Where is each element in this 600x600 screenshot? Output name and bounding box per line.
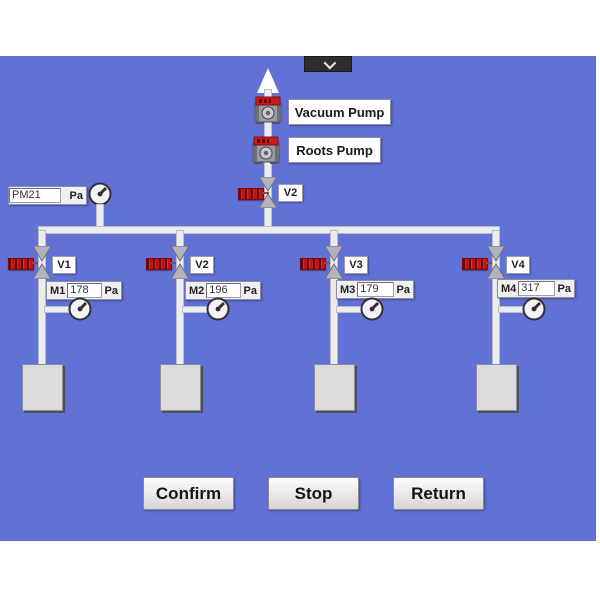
meter-1-unit: Pa <box>104 284 118 297</box>
branch-pipe-4 <box>493 231 499 366</box>
flow-arrow-up-icon <box>257 68 279 93</box>
valve-1-label: V1 <box>52 256 76 274</box>
gauge-stub-pipe-3 <box>337 307 363 312</box>
pressure-readout-3: M3 179 Pa <box>336 280 414 299</box>
valve-4-label: V4 <box>506 256 530 274</box>
chamber-1 <box>22 364 63 411</box>
valve-1-status-badge <box>8 258 34 270</box>
meter-3-value: 179 <box>357 282 394 297</box>
manifold-pressure-readout: PM21 Pa <box>8 186 87 205</box>
valve-2-label: V2 <box>190 256 214 274</box>
gauge-2-icon <box>206 297 230 321</box>
meter-3-name: M3 <box>340 283 356 296</box>
valve-2-label-text: V2 <box>195 259 209 271</box>
confirm-button[interactable]: Confirm <box>143 477 234 510</box>
confirm-button-label: Confirm <box>155 483 222 503</box>
roots-pump-label-text: Roots Pump <box>296 142 373 158</box>
manifold-gauge-stub-pipe <box>97 205 103 229</box>
meter-4-value: 317 <box>518 281 555 296</box>
pressure-readout-1: M1 178 Pa <box>46 281 122 300</box>
manifold-pipe <box>39 227 499 233</box>
valve-4-label-text: V4 <box>511 259 525 271</box>
meter-2-value: 196 <box>206 283 241 298</box>
valve-1-icon[interactable] <box>32 246 52 279</box>
valve-3-status-badge <box>300 258 326 270</box>
stop-button[interactable]: Stop <box>268 477 359 510</box>
gauge-1-icon <box>68 297 92 321</box>
valve-1-label-text: V1 <box>57 259 71 271</box>
valve-3-label-text: V3 <box>349 259 363 271</box>
main-valve-badge-connector <box>262 192 269 194</box>
chamber-4 <box>476 364 517 411</box>
main-valve-status-badge <box>238 188 264 200</box>
valve-3-icon[interactable] <box>324 246 344 279</box>
valve-4-icon[interactable] <box>486 246 506 279</box>
meter-4-name: M4 <box>501 282 517 295</box>
return-button-label: Return <box>411 483 466 503</box>
manifold-gauge-icon <box>88 182 112 206</box>
meter-3-unit: Pa <box>396 283 410 296</box>
vacuum-pump-icon <box>254 96 282 124</box>
roots-pump-label: Roots Pump <box>288 137 381 163</box>
meter-1-value: 178 <box>67 283 102 298</box>
valve-4-status-badge <box>462 258 488 270</box>
valve-2-badge-connector <box>170 262 176 264</box>
meter-2-unit: Pa <box>243 284 257 297</box>
meter-2-name: M2 <box>189 284 205 297</box>
branch-pipe-1 <box>39 231 45 366</box>
chamber-3 <box>314 364 355 411</box>
stop-button-label: Stop <box>294 483 333 503</box>
chamber-2 <box>160 364 201 411</box>
vacuum-pump-label: Vacuum Pump <box>288 99 391 125</box>
manifold-pressure-value: PM21 <box>9 188 61 203</box>
gauge-stub-pipe-4 <box>499 307 525 312</box>
valve-4-badge-connector <box>486 262 492 264</box>
return-button[interactable]: Return <box>393 477 484 510</box>
top-dropdown-button[interactable] <box>304 56 352 72</box>
main-valve-label: V2 <box>278 184 303 202</box>
vacuum-pump-label-text: Vacuum Pump <box>294 104 385 120</box>
pressure-readout-4: M4 317 Pa <box>497 279 575 298</box>
meter-4-unit: Pa <box>557 282 571 295</box>
gauge-4-icon <box>522 297 546 321</box>
valve-3-label: V3 <box>344 256 368 274</box>
valve-2-icon[interactable] <box>170 246 190 279</box>
roots-pump-icon <box>252 136 280 164</box>
valve-2-status-badge <box>146 258 172 270</box>
manifold-pressure-unit: Pa <box>69 189 83 202</box>
valve-1-badge-connector <box>32 262 38 264</box>
branch-pipe-3 <box>331 231 337 366</box>
main-valve-icon[interactable] <box>258 177 278 208</box>
branch-pipe-2 <box>177 231 183 366</box>
main-valve-label-text: V2 <box>283 187 298 199</box>
valve-3-badge-connector <box>324 262 330 264</box>
gauge-3-icon <box>360 297 384 321</box>
gauge-stub-pipe-2 <box>183 307 209 312</box>
meter-1-name: M1 <box>50 284 66 297</box>
chevron-down-icon <box>323 56 336 69</box>
gauge-stub-pipe-1 <box>45 307 71 312</box>
